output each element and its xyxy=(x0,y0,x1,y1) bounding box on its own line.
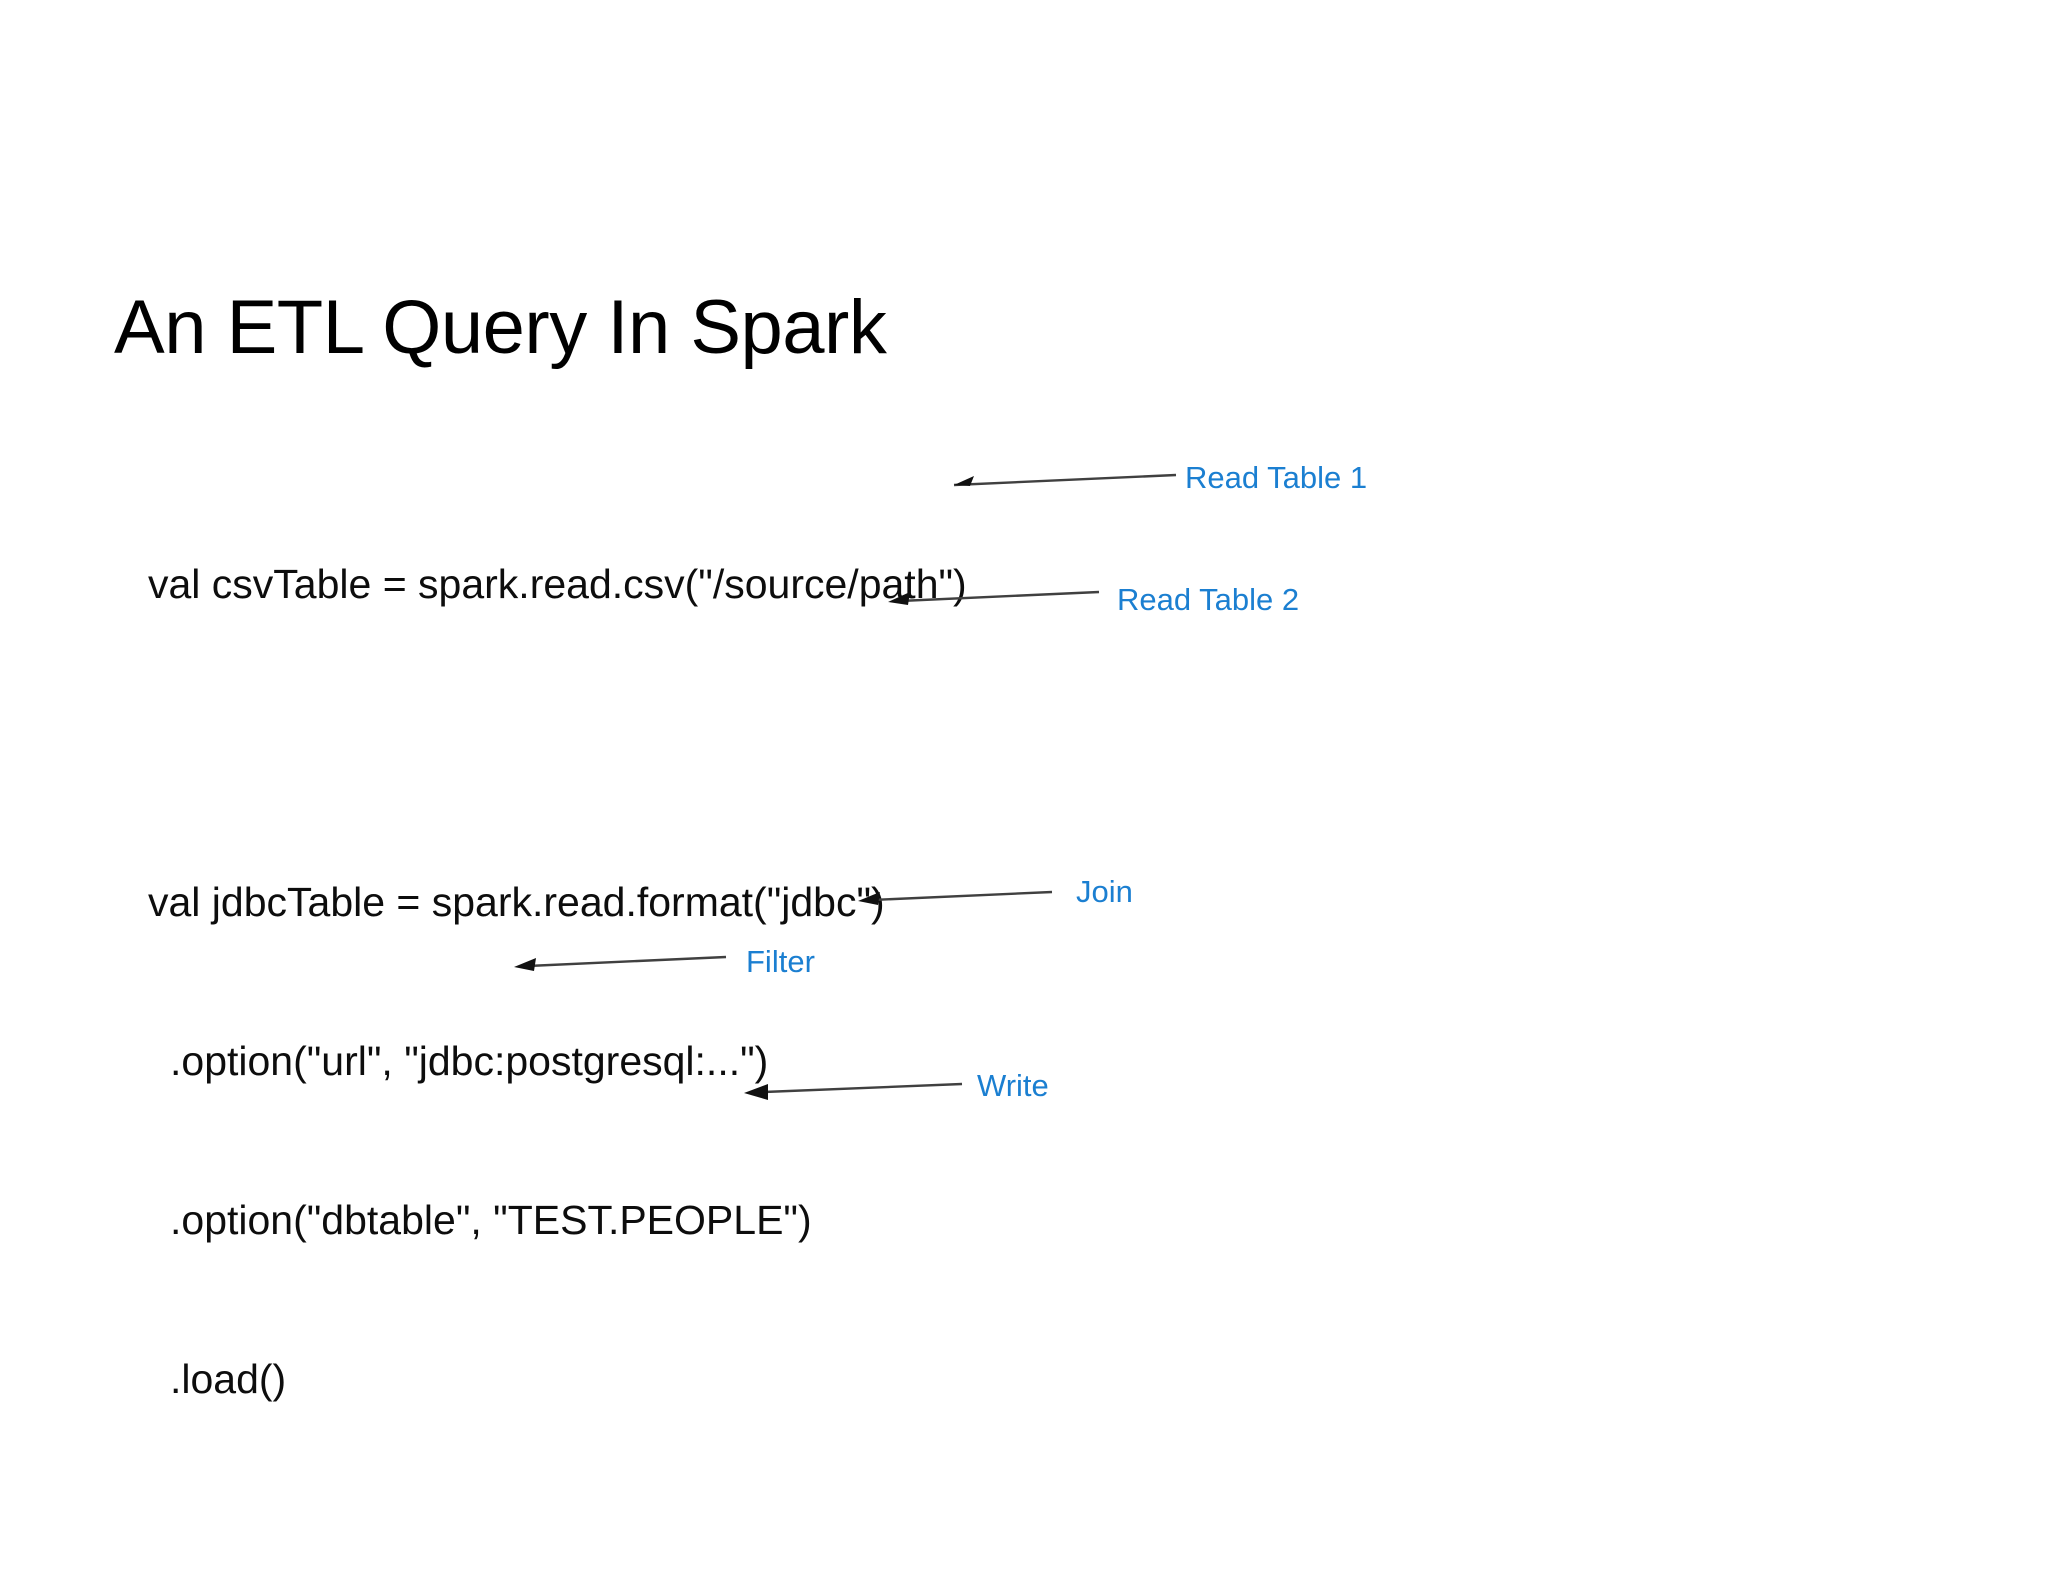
code-line-1: val csvTable = spark.read.csv("/source/p… xyxy=(148,561,967,607)
code-line-2 xyxy=(148,717,1348,770)
code-line-6: .load() xyxy=(170,1356,287,1402)
page-title: An ETL Query In Spark xyxy=(114,285,887,370)
code-line-4: .option("url", "jdbc:postgresql:...") xyxy=(170,1038,769,1084)
callout-write: Write xyxy=(977,1068,1049,1103)
code-line-7 xyxy=(148,1512,1348,1565)
callout-filter: Filter xyxy=(746,944,815,979)
code-line-3: val jdbcTable = spark.read.format("jdbc"… xyxy=(148,879,885,925)
callout-read-table-2: Read Table 2 xyxy=(1117,582,1300,617)
code-line-5: .option("dbtable", "TEST.PEOPLE") xyxy=(170,1197,812,1243)
callout-join: Join xyxy=(1076,874,1133,909)
callout-read-table-1: Read Table 1 xyxy=(1185,460,1368,495)
code-block: val csvTable = spark.read.csv("/source/p… xyxy=(148,452,1348,1582)
